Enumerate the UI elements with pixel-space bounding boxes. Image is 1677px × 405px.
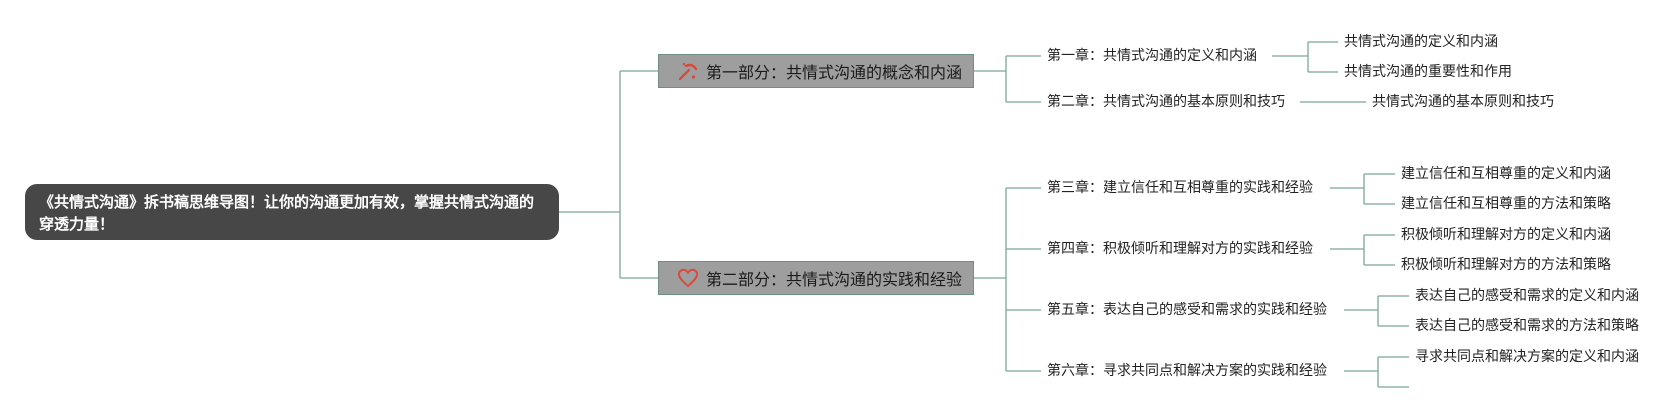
topic-node[interactable]: 表达自己的感受和需求的方法和策略: [1415, 318, 1639, 334]
part-node-2[interactable]: 第二部分：共情式沟通的实践和经验: [658, 261, 974, 295]
topic-node[interactable]: 建立信任和互相尊重的定义和内涵: [1401, 166, 1611, 182]
topic-node[interactable]: 共情式沟通的基本原则和技巧: [1372, 94, 1554, 110]
chapter-node-4[interactable]: 第四章：积极倾听和理解对方的实践和经验: [1047, 241, 1313, 257]
chapter-node-5[interactable]: 第五章：表达自己的感受和需求的实践和经验: [1047, 302, 1327, 318]
topic-node[interactable]: 积极倾听和理解对方的定义和内涵: [1401, 227, 1611, 243]
part-label: 第二部分：共情式沟通的实践和经验: [706, 270, 963, 289]
chapter-node-6[interactable]: 第六章：寻求共同点和解决方案的实践和经验: [1047, 363, 1327, 379]
heart-icon: [678, 268, 698, 287]
root-topic-label: 《共情式沟通》拆书稿思维导图！让你的沟通更加有效，掌握共情式沟通的穿透力量！: [39, 193, 535, 233]
chapter-node-2[interactable]: 第二章：共情式沟通的基本原则和技巧: [1047, 94, 1285, 110]
chapter-node-3[interactable]: 第三章：建立信任和互相尊重的实践和经验: [1047, 180, 1313, 196]
topic-node[interactable]: 寻求共同点和解决方案的定义和内涵: [1415, 349, 1639, 365]
topic-node[interactable]: 共情式沟通的重要性和作用: [1344, 64, 1512, 80]
topic-node[interactable]: 积极倾听和理解对方的方法和策略: [1401, 257, 1611, 273]
pickaxe-icon: [678, 62, 698, 81]
part-label: 第一部分：共情式沟通的概念和内涵: [706, 63, 963, 82]
chapter-node-1[interactable]: 第一章：共情式沟通的定义和内涵: [1047, 48, 1257, 64]
topic-node[interactable]: 建立信任和互相尊重的方法和策略: [1401, 196, 1611, 212]
root-topic[interactable]: 《共情式沟通》拆书稿思维导图！让你的沟通更加有效，掌握共情式沟通的穿透力量！: [25, 184, 559, 240]
topic-node[interactable]: 共情式沟通的定义和内涵: [1344, 34, 1498, 50]
topic-node[interactable]: 表达自己的感受和需求的定义和内涵: [1415, 288, 1639, 304]
part-node-1[interactable]: 第一部分：共情式沟通的概念和内涵: [658, 54, 974, 88]
